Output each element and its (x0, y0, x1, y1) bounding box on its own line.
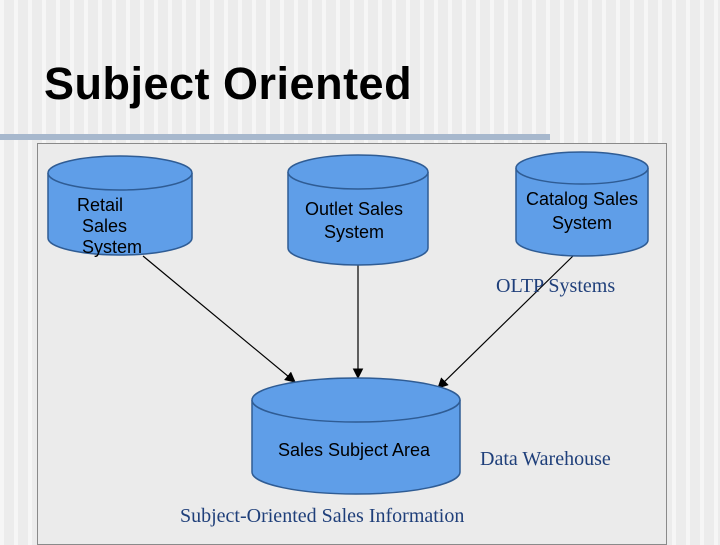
retail-label-line-1: Retail (77, 195, 123, 215)
catalog-sales-system-db-icon: Catalog Sales System (515, 151, 649, 257)
retail-sales-system-db-icon: Retail Sales System (47, 155, 193, 257)
outlet-label-line-1: Outlet Sales (305, 199, 403, 219)
outlet-label-line-2: System (324, 222, 384, 242)
retail-label-line-3: System (82, 237, 142, 257)
arrow-retail-to-subject-area (142, 255, 296, 383)
subject-oriented-caption: Subject-Oriented Sales Information (180, 505, 464, 527)
sales-subject-area-db-icon: Sales Subject Area (251, 377, 461, 495)
outlet-sales-system-db-icon: Outlet Sales System (287, 154, 429, 266)
oltp-systems-label: OLTP Systems (496, 275, 615, 297)
catalog-label-line-1: Catalog Sales (526, 189, 638, 209)
slide-title: Subject Oriented (44, 58, 413, 109)
catalog-label-line-2: System (552, 213, 612, 233)
title-underline-rule (0, 134, 550, 140)
data-warehouse-label: Data Warehouse (480, 448, 611, 470)
sales-subject-area-label: Sales Subject Area (278, 440, 431, 460)
retail-label-line-2: Sales (82, 216, 127, 236)
arrow-catalog-to-subject-area (437, 255, 574, 389)
